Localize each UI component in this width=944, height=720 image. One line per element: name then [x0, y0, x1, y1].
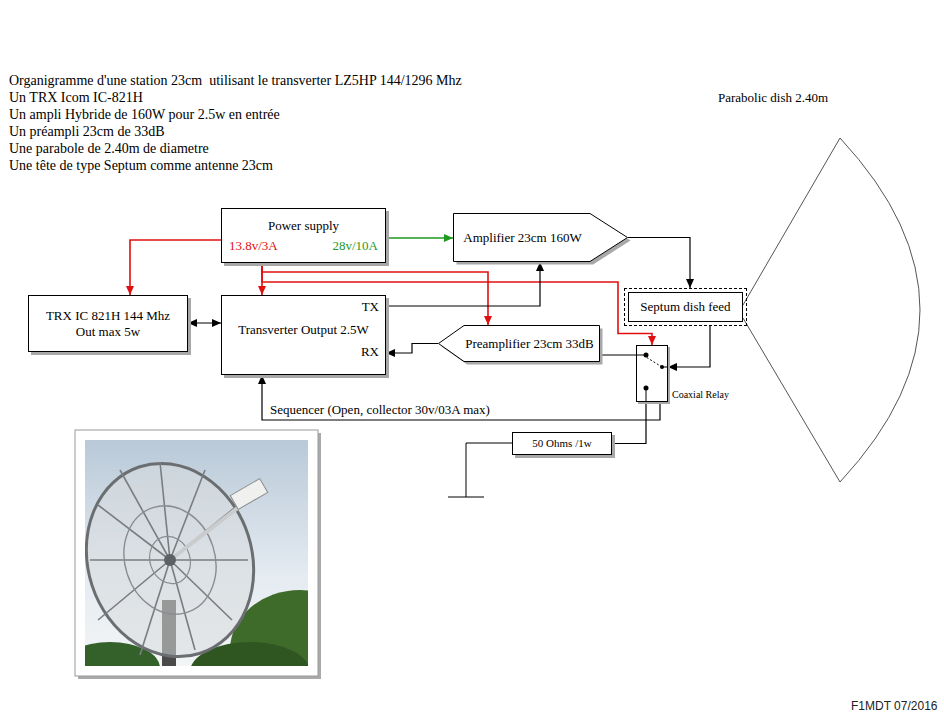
text-row: Coaxial Relay — [672, 389, 729, 401]
connector — [628, 238, 694, 289]
connector — [386, 344, 438, 358]
text-row: Preamplifier 23cm 33dB — [464, 336, 595, 352]
dish-photo — [60, 430, 370, 710]
shape-body — [454, 214, 628, 262]
arrow-head — [126, 286, 134, 295]
connector-line — [668, 326, 710, 367]
text-row: TX — [228, 299, 379, 315]
shape-body — [439, 326, 600, 362]
label-holder: Une tête de type Septum comme antenne 23… — [9, 158, 273, 175]
text-row: Amplifier 23cm 160W — [461, 230, 584, 246]
connector — [188, 319, 221, 327]
arrow-head — [258, 286, 266, 295]
node-text: RX — [361, 344, 379, 360]
arrow-head — [444, 234, 453, 242]
label-holder: Un ampli Hybride de 160W pour 2.5w en en… — [9, 107, 280, 124]
node-text: Amplifier 23cm 160W — [463, 230, 581, 246]
node-text: Septum dish feed — [640, 299, 730, 315]
arrow-head — [188, 319, 197, 327]
node-text: Transverter Output 2.5W — [238, 322, 369, 338]
text-row: Power supply — [229, 218, 378, 234]
text-row: RX — [228, 344, 379, 360]
arrow-head — [686, 279, 694, 288]
text-row: 13.8v/3A 28v/10A — [229, 238, 378, 254]
load-resistor-box: 50 Ohms /1w — [512, 432, 612, 455]
dish-label: Parabolic dish 2.40m — [718, 90, 828, 106]
preamplifier-shape: Preamplifier 23cm 33dB — [438, 325, 600, 362]
connector — [126, 240, 221, 295]
text-row: Septum dish feed — [635, 299, 736, 315]
arrow-head — [484, 316, 492, 325]
connector-line — [628, 238, 690, 289]
arrow-head — [258, 375, 266, 384]
diagram-title: Organigramme d'une station 23cm utilisan… — [9, 73, 462, 90]
label-holder: Parabolic dish 2.40m — [718, 90, 828, 106]
node-text: 50 Ohms /1w — [532, 437, 591, 450]
edge-label-holder: Sequencer (Open, collector 30v/03A max) — [268, 402, 492, 418]
node-text: 28v/10A — [333, 238, 379, 254]
connector — [600, 355, 636, 356]
author-tag: F1MDT 07/2016 — [851, 699, 938, 713]
transceiver-box: TRX IC 821H 144 MhzOut max 5w — [28, 295, 188, 352]
arrow-head — [386, 349, 395, 357]
dish-outline — [743, 138, 920, 482]
connector-line — [386, 262, 540, 306]
node-text: TX — [362, 299, 379, 315]
connector — [258, 375, 660, 420]
connector — [668, 326, 710, 371]
header-note: Un ampli Hybride de 160W pour 2.5w en en… — [9, 107, 280, 124]
connector-line — [612, 402, 646, 444]
header-note: Un préampli 23cm de 33dB — [9, 124, 165, 141]
transverter-box: TX Transverter Output 2.5W RX — [221, 295, 386, 375]
header-note: Une parabole de 2.40m de diametre — [9, 141, 209, 158]
title-holder: Organigramme d'une station 23cm utilisan… — [9, 73, 462, 90]
header-note: Un TRX Icom IC-821H — [9, 90, 143, 107]
arrow-head — [668, 363, 677, 371]
node-text: Out max 5w — [76, 324, 140, 340]
label-holder: F1MDT 07/2016 — [851, 699, 938, 713]
text-row: TRX IC 821H 144 Mhz — [35, 308, 181, 324]
label-holder: Une parabole de 2.40m de diametre — [9, 141, 209, 158]
edge-label: Sequencer (Open, collector 30v/03A max) — [268, 402, 492, 418]
amplifier-shape: Amplifier 23cm 160W — [453, 213, 628, 262]
node-text: Preamplifier 23cm 33dB — [465, 336, 594, 352]
node-text: Coaxial Relay — [672, 389, 729, 401]
arrow-head — [648, 336, 656, 345]
connector-line — [386, 237, 453, 239]
text-row: Out max 5w — [35, 324, 181, 340]
connector-line — [262, 375, 660, 420]
header-note: Une tête de type Septum comme antenne 23… — [9, 158, 273, 175]
connector — [386, 234, 453, 242]
relay-contacts — [636, 353, 668, 403]
coaxial-relay-box: Coaxial Relay — [636, 345, 668, 402]
arrow-head — [212, 319, 221, 327]
label-holder: Un préampli 23cm de 33dB — [9, 124, 165, 141]
node-text: 13.8v/3A — [229, 238, 278, 254]
connector-line — [600, 354, 636, 355]
node-text: Power supply — [268, 218, 339, 234]
connector-line — [130, 240, 221, 295]
label-holder: Un TRX Icom IC-821H — [9, 90, 143, 107]
text-row: Transverter Output 2.5W — [228, 322, 379, 338]
node-text: TRX IC 821H 144 Mhz — [46, 308, 170, 324]
connector — [612, 402, 646, 444]
connector — [386, 262, 544, 306]
septum-feed-box: Septum dish feed — [628, 292, 743, 322]
power-supply-box: Power supply 13.8v/3A 28v/10A — [221, 208, 386, 263]
ground-symbol — [448, 443, 512, 497]
text-row: 50 Ohms /1w — [519, 437, 605, 450]
